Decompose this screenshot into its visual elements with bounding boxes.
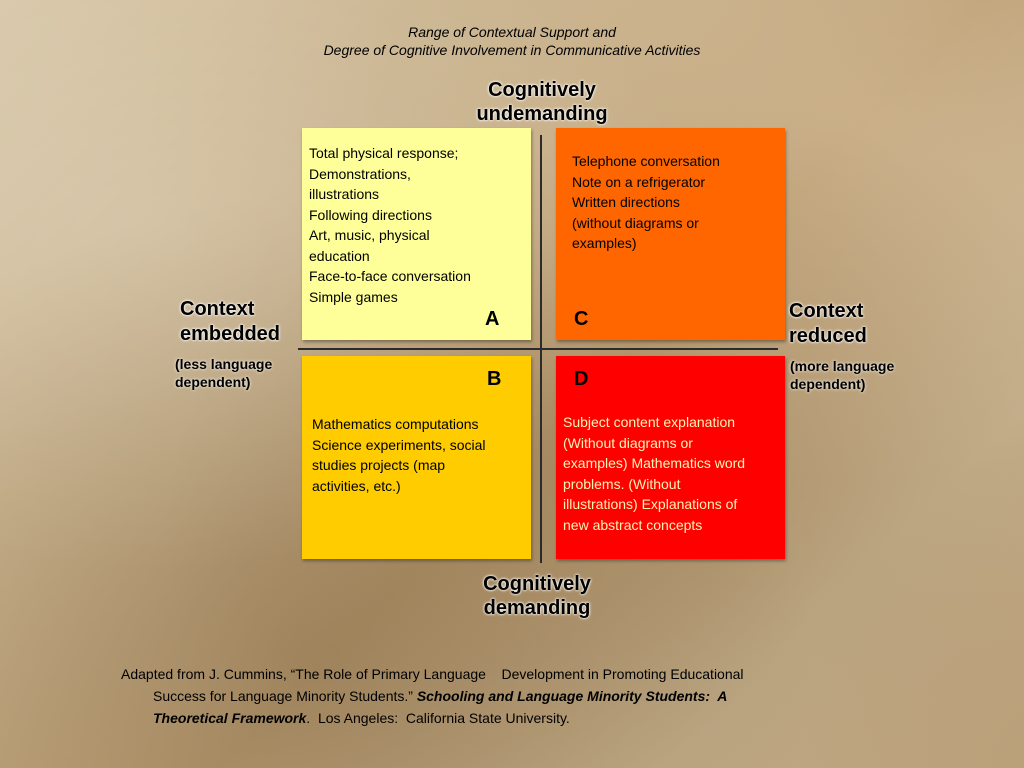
quadrant-b-line: studies projects (map [312, 457, 446, 473]
quadrant-d-line: new abstract concepts [563, 516, 703, 533]
axis-label-top-line-1: Cognitively [488, 79, 596, 101]
axis-label-top: Cognitively undemanding [442, 78, 642, 126]
diagram-title: Range of Contextual Support and Degree o… [0, 23, 1024, 59]
quadrant-b-text: Mathematics computations Science experim… [312, 414, 486, 496]
quadrant-a-letter: A [485, 308, 500, 330]
quadrant-b-letter: B [487, 368, 502, 390]
quadrant-a-line: Art, music, physical [309, 227, 430, 243]
quadrant-d-line: Subject content explanation [563, 414, 736, 430]
quadrant-b-line: activities, etc.) [312, 477, 401, 494]
citation-line-2: Success for Language Minority Students.”… [121, 685, 921, 707]
axis-label-right-line-1: Context [789, 300, 864, 322]
quadrant-b-line: Mathematics computations [312, 416, 479, 432]
quadrant-a-line: education [309, 247, 370, 264]
quadrant-b: B Mathematics computations Science exper… [302, 356, 531, 559]
axis-label-bottom-line-1: Cognitively [483, 573, 591, 595]
citation-line-3: Theoretical Framework. Los Angeles: Cali… [121, 707, 921, 729]
quadrant-a-line: Demonstrations, [309, 165, 411, 182]
axis-label-top-line-2: undemanding [476, 103, 608, 125]
horizontal-axis-line [298, 348, 778, 350]
quadrant-d-text: Subject content explanation (Without dia… [563, 412, 745, 535]
quadrant-c-text: Telephone conversation Note on a refrige… [572, 151, 720, 254]
quadrant-b-line: Science experiments, social [312, 436, 486, 453]
quadrant-a-line: illustrations [309, 186, 380, 202]
quadrant-a-line: Following directions [309, 206, 432, 223]
quadrant-c: Telephone conversation Note on a refrige… [556, 128, 785, 340]
citation-book-title-part-1: Schooling and Language Minority Students… [416, 688, 728, 704]
axis-label-left-line-2: embedded [180, 323, 281, 345]
quadrant-d: D Subject content explanation (Without d… [556, 356, 785, 559]
quadrant-d-letter: D [574, 368, 589, 390]
citation: Adapted from J. Cummins, “The Role of Pr… [121, 663, 921, 729]
quadrant-a-line: Total physical response; [309, 145, 459, 161]
axis-sublabel-left-line-1: (less language [175, 356, 273, 372]
axis-label-left: Context embedded [180, 297, 280, 347]
axis-sublabel-right-line-1: (more language [790, 358, 895, 374]
quadrant-c-line: Note on a refrigerator [572, 173, 706, 190]
citation-book-title-part-2: Theoretical Framework [153, 710, 307, 726]
citation-line-1: Adapted from J. Cummins, “The Role of Pr… [121, 666, 744, 682]
quadrant-d-line: examples) Mathematics word [563, 455, 746, 471]
axis-label-bottom-line-2: demanding [483, 597, 591, 619]
axis-sublabel-right: (more language dependent) [790, 357, 894, 393]
quadrant-a-text: Total physical response; Demonstrations,… [309, 143, 471, 307]
quadrant-c-line: examples) [572, 235, 637, 251]
axis-sublabel-left: (less language dependent) [175, 355, 272, 391]
quadrant-d-line: illustrations) Explanations of [563, 496, 738, 512]
quadrant-c-line: Telephone conversation [572, 153, 720, 169]
quadrant-c-letter: C [574, 308, 589, 330]
axis-label-left-line-1: Context [180, 298, 255, 320]
axis-sublabel-right-line-2: dependent) [790, 376, 866, 392]
quadrant-a: Total physical response; Demonstrations,… [302, 128, 531, 340]
quadrant-d-line: (Without diagrams or [563, 434, 693, 451]
axis-sublabel-left-line-2: dependent) [175, 374, 251, 390]
quadrant-c-line: (without diagrams or [572, 214, 699, 231]
title-line-1: Range of Contextual Support and [408, 24, 616, 40]
quadrant-c-line: Written directions [572, 194, 680, 210]
quadrant-a-line: Simple games [309, 288, 398, 305]
citation-line-2-text: Success for Language Minority Students.” [153, 688, 417, 704]
quadrant-a-line: Face-to-face conversation [309, 268, 471, 284]
citation-line-3-text: . Los Angeles: California State Universi… [306, 710, 570, 726]
title-line-2: Degree of Cognitive Involvement in Commu… [323, 42, 701, 58]
axis-label-right-line-2: reduced [789, 325, 867, 347]
axis-label-bottom: Cognitively demanding [437, 572, 637, 620]
quadrant-d-line: problems. (Without [563, 475, 681, 492]
axis-label-right: Context reduced [789, 299, 867, 349]
